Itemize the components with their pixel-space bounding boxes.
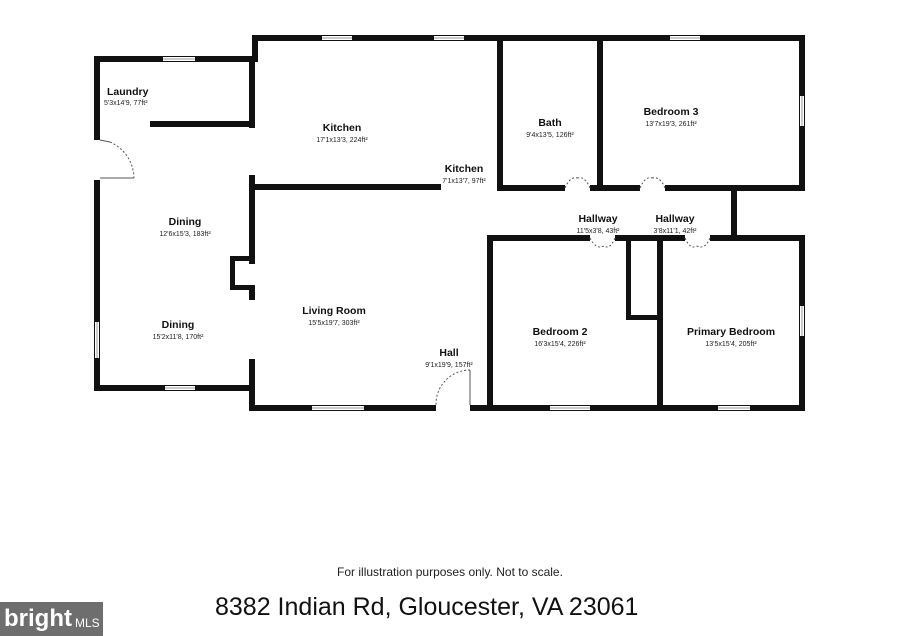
room-hall-dims: 9'1x19'9, 157ft² — [425, 362, 473, 369]
logo-sub-text: MLS — [74, 616, 100, 630]
room-hall-name: Hall — [439, 347, 458, 359]
room-primary-bedroom-dims: 13'5x15'4, 205ft² — [705, 341, 757, 348]
room-laundry-dims: 5'3x14'9, 77ft² — [104, 100, 148, 107]
room-living-dims: 15'5x19'7, 303ft² — [308, 320, 360, 327]
room-living-name: Living Room — [302, 305, 366, 317]
logo-main-text: bright — [4, 605, 72, 632]
room-primary-bedroom-name: Primary Bedroom — [687, 326, 775, 338]
property-address: 8382 Indian Rd, Gloucester, VA 23061 — [215, 593, 639, 621]
bright-mls-logo: bright MLS — [0, 602, 103, 636]
room-hallway2-name: Hallway — [655, 213, 694, 225]
room-bedroom2-dims: 16'3x15'4, 226ft² — [534, 341, 586, 348]
room-bath-dims: 9'4x13'5, 126ft² — [526, 132, 574, 139]
room-laundry-name: Laundry — [107, 86, 149, 98]
room-dining-upper-dims: 12'6x15'3, 183ft² — [159, 231, 211, 238]
room-kitchen-nook-name: Kitchen — [445, 163, 484, 175]
room-dining-upper-name: Dining — [169, 216, 202, 228]
room-hallway1-name: Hallway — [578, 213, 617, 225]
room-labels: Laundry 5'3x14'9, 77ft² Kitchen 17'1x13'… — [104, 86, 775, 369]
room-bath-name: Bath — [538, 117, 561, 129]
room-kitchen-name: Kitchen — [323, 122, 362, 134]
room-kitchen-nook-dims: 7'1x13'7, 97ft² — [442, 178, 486, 185]
windows — [95, 36, 804, 410]
room-dining-lower-dims: 15'2x11'8, 170ft² — [153, 334, 204, 341]
room-dining-lower-name: Dining — [162, 319, 195, 331]
room-hallway1-dims: 11'5x3'8, 43ft² — [576, 228, 620, 235]
disclaimer-text: For illustration purposes only. Not to s… — [337, 565, 563, 579]
door-swings — [99, 139, 711, 406]
room-bedroom3-name: Bedroom 3 — [644, 106, 699, 118]
room-bedroom2-name: Bedroom 2 — [533, 326, 588, 338]
room-hallway2-dims: 3'8x11'1, 42ft² — [653, 228, 697, 235]
room-bedroom3-dims: 13'7x19'3, 261ft² — [645, 121, 697, 128]
room-kitchen-dims: 17'1x13'3, 224ft² — [316, 137, 368, 144]
